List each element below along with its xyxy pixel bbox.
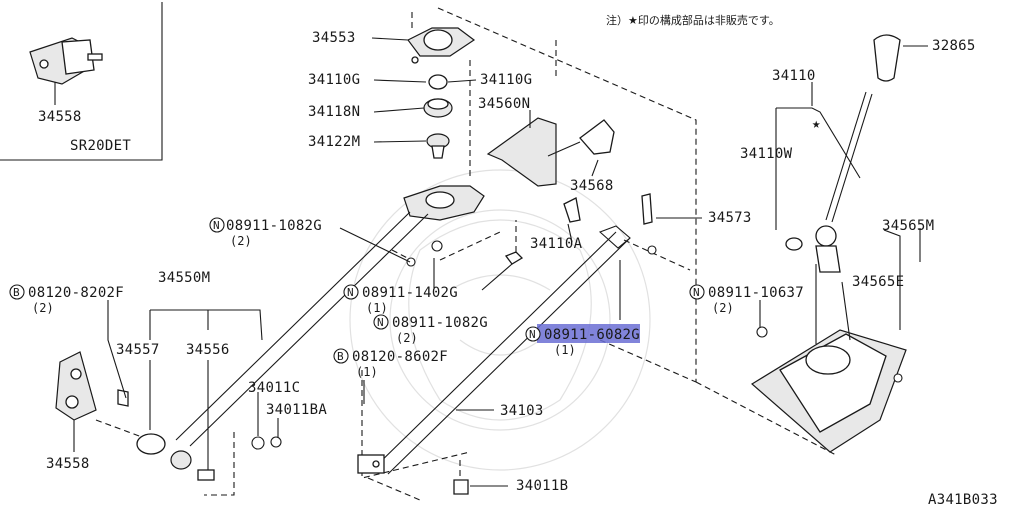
fastener-08911-6082g[interactable]: N 08911-6082G (1) — [525, 324, 640, 357]
note-text: 注）★印の構成部品は非販売です。 — [606, 13, 780, 27]
inset-engine-label: SR20DET — [70, 138, 131, 154]
inset-box: 34558 SR20DET — [0, 2, 163, 161]
fastener-08911-1082g-a[interactable]: N 08911-1082G (2) — [209, 217, 322, 248]
bushing-stack — [407, 27, 476, 159]
fastener-qty: (2) — [32, 301, 54, 315]
non-serviced-star-icon: ★ — [812, 116, 821, 132]
fastener-code: 08120-8602F — [352, 349, 448, 365]
callout-34565m[interactable]: 34565M — [882, 218, 934, 234]
fastener-code: 08911-1082G — [226, 218, 322, 234]
callout-34556[interactable]: 34556 — [186, 342, 230, 358]
rod-bracket — [55, 351, 129, 452]
assembly-dashed-lines — [95, 7, 837, 501]
fastener-type-badge: N — [693, 286, 700, 299]
callout-34110g-left[interactable]: 34110G — [308, 72, 360, 88]
callout-34565e[interactable]: 34565E — [852, 274, 904, 290]
selected-highlight — [537, 324, 640, 343]
fastener-type-badge: B — [13, 286, 20, 299]
fastener-08120-8202f[interactable]: B 08120-8202F (2) — [9, 284, 124, 315]
support-bracket — [403, 117, 657, 267]
watermark-emblem — [349, 169, 651, 471]
callout-34573[interactable]: 34573 — [708, 210, 752, 226]
fastener-type-badge: N — [347, 286, 354, 299]
callout-34011c[interactable]: 34011C — [248, 380, 300, 396]
callout-34110g-right[interactable]: 34110G — [480, 72, 532, 88]
callout-34568[interactable]: 34568 — [570, 178, 614, 194]
console-boot — [750, 229, 907, 453]
fastener-type-badge: N — [529, 328, 536, 341]
control-rods — [136, 211, 631, 495]
fastener-code: 08911-1082G — [392, 315, 488, 331]
callout-34011ba[interactable]: 34011BA — [266, 402, 327, 418]
diagram-id: A341B033 — [928, 492, 998, 508]
fastener-08911-1402g[interactable]: N 08911-1402G (1) — [343, 284, 458, 315]
fastener-type-badge: N — [213, 219, 220, 232]
fastener-code: 08911-6082G — [544, 327, 640, 343]
callout-34110a[interactable]: 34110A — [530, 236, 583, 252]
callout-34557[interactable]: 34557 — [116, 342, 160, 358]
fastener-qty: (2) — [396, 331, 418, 345]
callout-34011b[interactable]: 34011B — [516, 478, 568, 494]
callout-32865[interactable]: 32865 — [932, 38, 976, 54]
inset-part-label[interactable]: 34558 — [38, 109, 82, 125]
fastener-qty: (1) — [554, 343, 576, 357]
fastener-qty: (1) — [356, 365, 378, 379]
fastener-type-badge: N — [377, 316, 384, 329]
callout-34122m[interactable]: 34122M — [308, 134, 360, 150]
fastener-qty: (1) — [366, 301, 388, 315]
fastener-08911-10637[interactable]: N 08911-10637 (2) — [689, 284, 804, 315]
fastener-08120-8602f[interactable]: B 08120-8602F (1) — [333, 348, 448, 379]
callout-34110[interactable]: 34110 — [772, 68, 816, 84]
fastener-type-badge: B — [337, 350, 344, 363]
fastener-code: 08911-1402G — [362, 285, 458, 301]
fastener-qty: (2) — [712, 301, 734, 315]
callout-34550m[interactable]: 34550M — [158, 270, 210, 286]
fastener-qty: (2) — [230, 234, 252, 248]
fastener-code: 08911-10637 — [708, 285, 804, 301]
callout-34103[interactable]: 34103 — [500, 403, 544, 419]
callout-34553[interactable]: 34553 — [312, 30, 356, 46]
fastener-code: 08120-8202F — [28, 285, 124, 301]
callout-34118n[interactable]: 34118N — [308, 104, 360, 120]
fastener-08911-1082g-b[interactable]: N 08911-1082G (2) — [373, 314, 488, 345]
callout-34560n[interactable]: 34560N — [478, 96, 530, 112]
leader-lines — [107, 37, 928, 487]
callout-34110w[interactable]: 34110W — [740, 146, 793, 162]
callout-34558[interactable]: 34558 — [46, 456, 90, 472]
shift-lever — [775, 34, 901, 273]
